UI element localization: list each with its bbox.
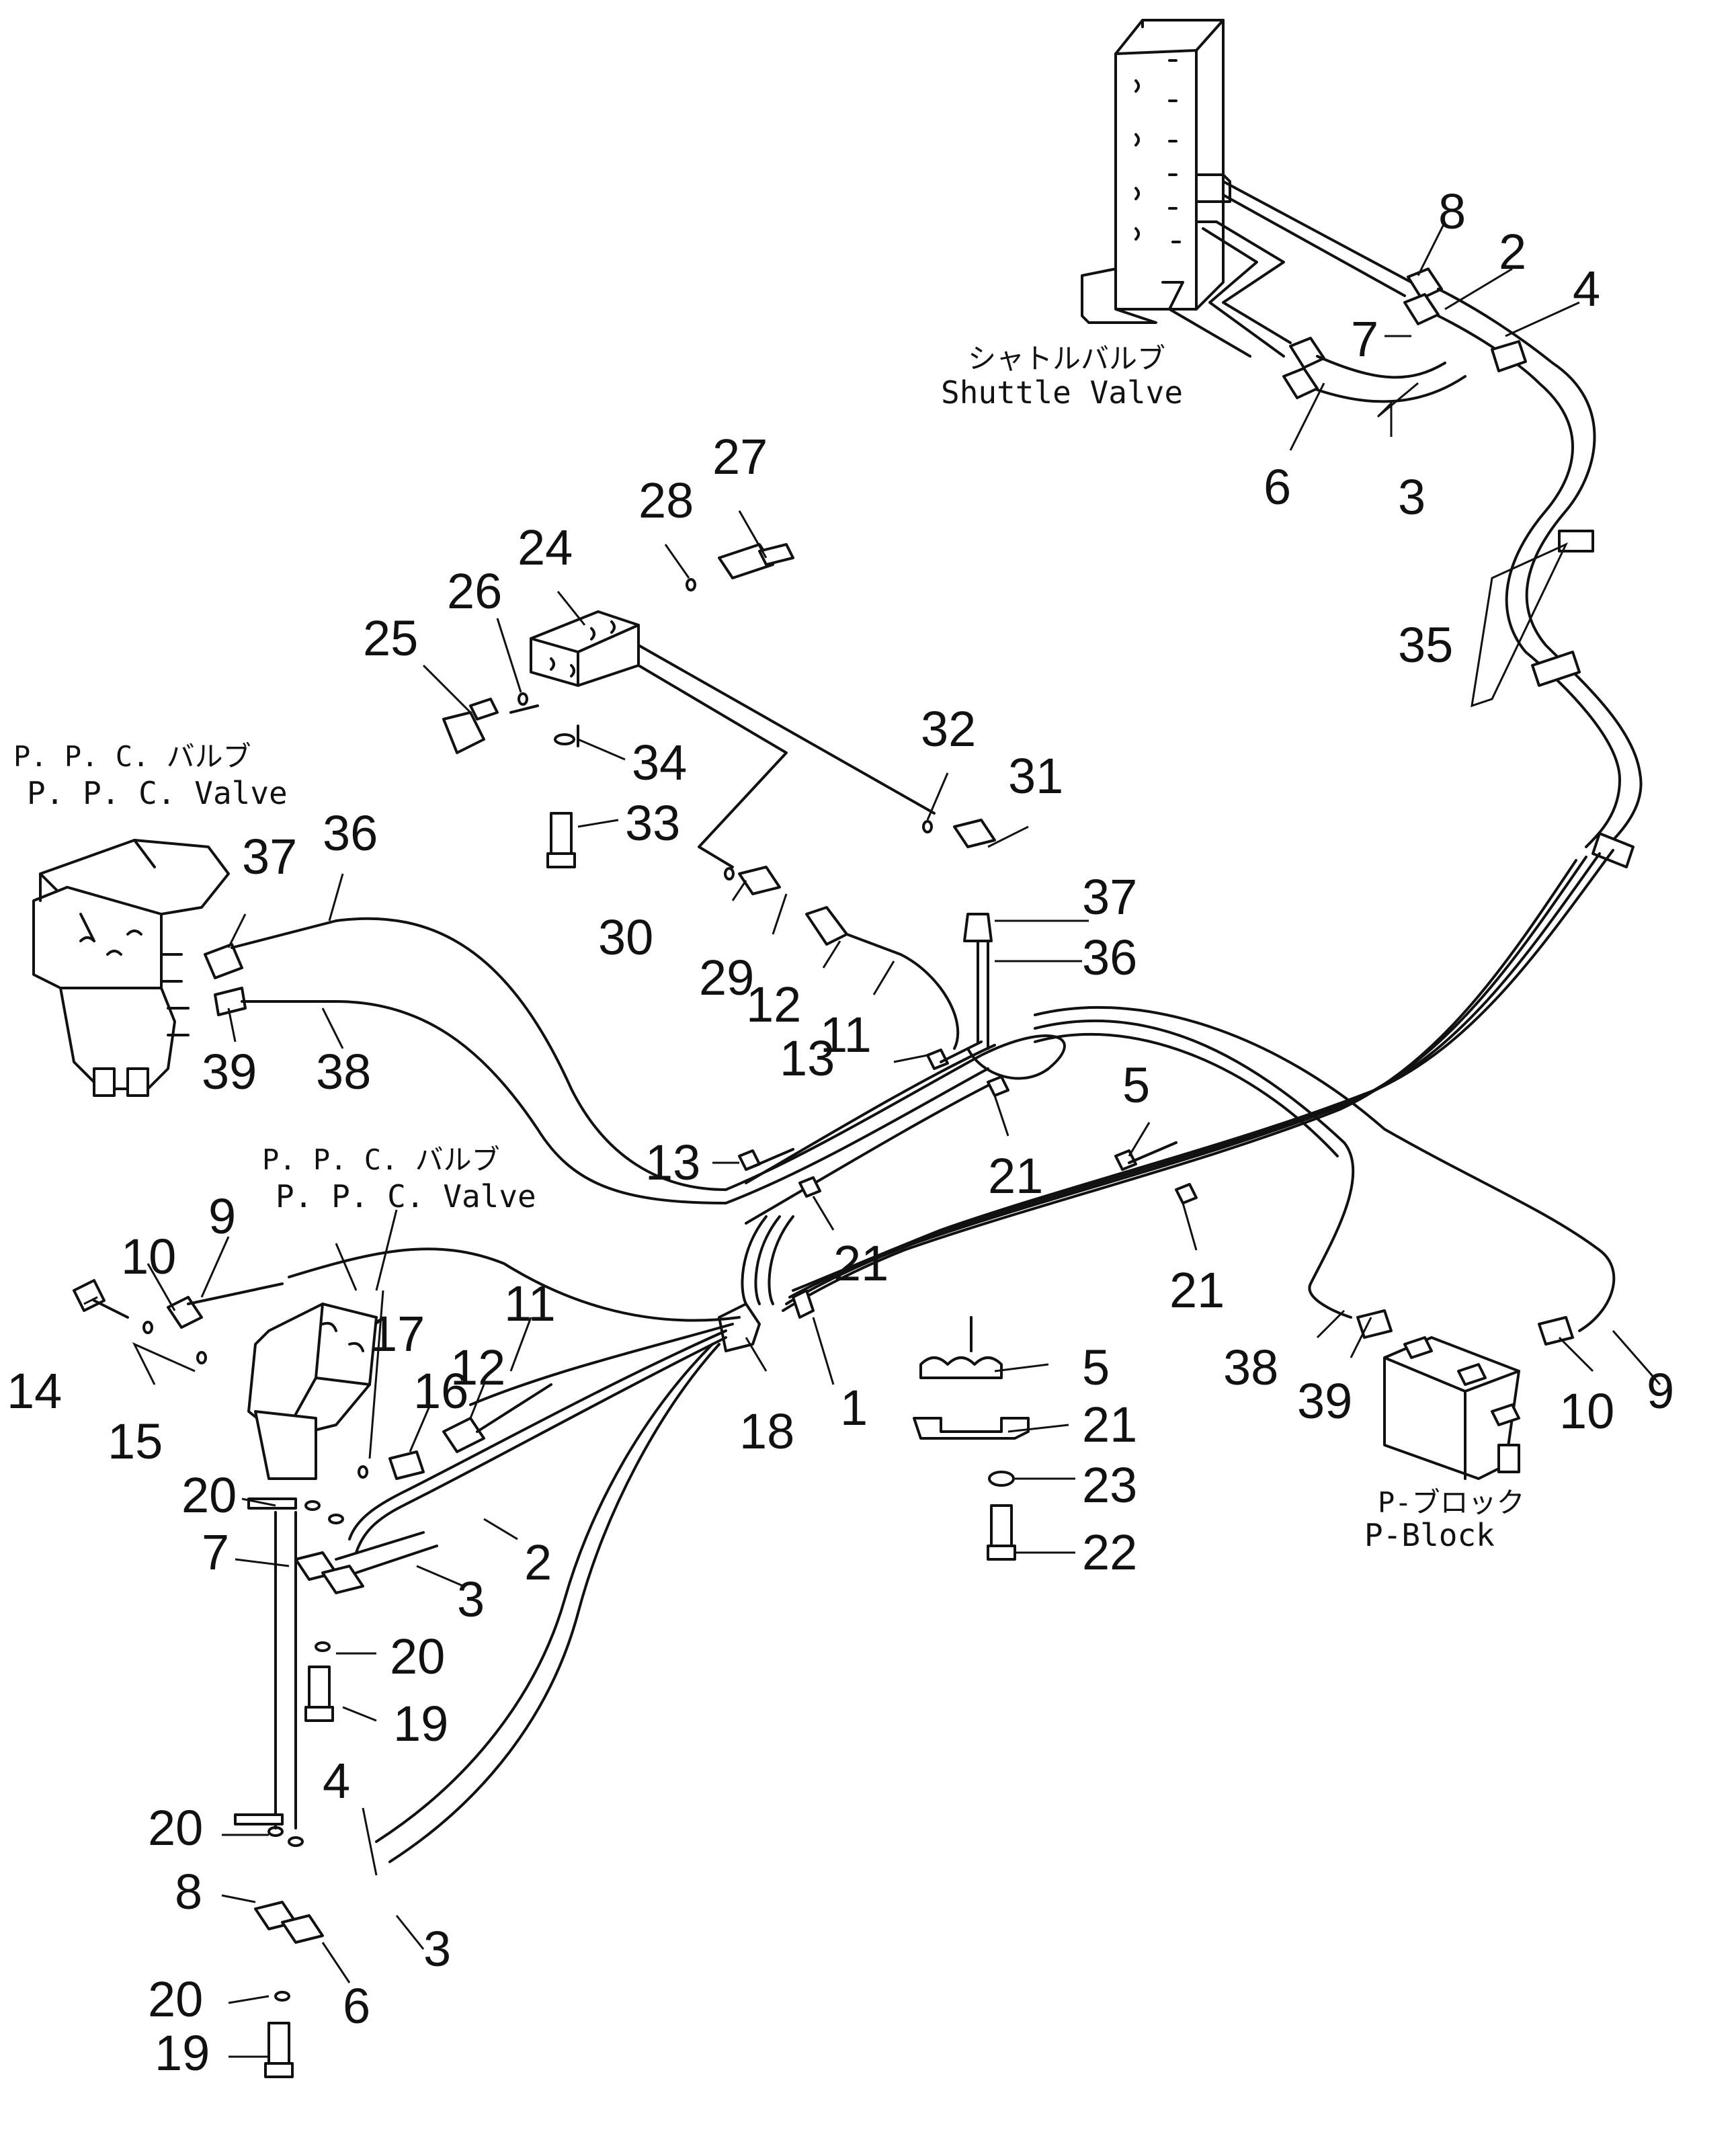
callout-number: 3 bbox=[1398, 469, 1425, 525]
callout-number: 5 bbox=[1122, 1057, 1150, 1113]
leader-lines bbox=[83, 221, 1661, 2058]
clamps bbox=[738, 1040, 1198, 1204]
ppc-valve-lower bbox=[247, 1303, 378, 1480]
p-block bbox=[1356, 1309, 1574, 1480]
callout-number: 9 bbox=[208, 1188, 236, 1244]
callout-number: 7 bbox=[1351, 311, 1378, 367]
callout-number: 4 bbox=[323, 1753, 350, 1809]
callout-number: 20 bbox=[148, 1971, 203, 2027]
upper-ppc-hoses bbox=[335, 917, 727, 1204]
callout-number: 7 bbox=[202, 1524, 229, 1580]
callout-number: 1 bbox=[840, 1380, 868, 1436]
callout-number: 8 bbox=[175, 1864, 202, 1920]
callout-number: 35 bbox=[1398, 617, 1453, 673]
ppc-valve-upper bbox=[32, 839, 230, 1097]
callout-number: 2 bbox=[524, 1534, 552, 1590]
hose-36-vertical bbox=[963, 913, 993, 1050]
block-24-assembly bbox=[442, 543, 996, 895]
main-hose-bundle-right bbox=[1316, 288, 1643, 868]
callout-number: 18 bbox=[739, 1403, 794, 1459]
shuttle-valve-body bbox=[1081, 19, 1231, 324]
callout-number: 24 bbox=[518, 520, 573, 575]
bundle-junction bbox=[288, 1247, 815, 1863]
callout-number: 36 bbox=[323, 805, 378, 861]
callout-number: 3 bbox=[457, 1571, 485, 1627]
callout-number: 5 bbox=[1082, 1340, 1110, 1395]
callout-number: 21 bbox=[1082, 1397, 1137, 1452]
callout-number: 21 bbox=[833, 1235, 888, 1291]
callout-number: 29 bbox=[699, 950, 754, 1005]
callout-number: 10 bbox=[1559, 1383, 1614, 1439]
callout-number: 9 bbox=[1647, 1363, 1674, 1419]
hose-11-upper bbox=[805, 906, 960, 1050]
callout-number: 2 bbox=[1499, 224, 1526, 280]
callout-number: 30 bbox=[598, 909, 653, 965]
callout-number: 19 bbox=[155, 2025, 210, 2081]
ppc-valve-upper-label: P. P. C. Valve bbox=[27, 775, 288, 811]
p-block-hoses bbox=[1034, 1005, 1616, 1332]
o-rings bbox=[142, 578, 1015, 2002]
callout-number: 10 bbox=[121, 1229, 176, 1284]
callout-number: 19 bbox=[393, 1696, 448, 1752]
lower-ppc-fittings bbox=[73, 1279, 552, 1480]
callout-number: 32 bbox=[921, 701, 976, 757]
callout-number: 22 bbox=[1082, 1524, 1137, 1580]
callout-number: 15 bbox=[108, 1413, 163, 1469]
shuttle-tubes bbox=[1161, 180, 1413, 358]
callout-number: 6 bbox=[1264, 459, 1291, 515]
ppc-valve-upper-label-jp: P. P. C. バルブ bbox=[13, 740, 251, 773]
callout-number: 33 bbox=[625, 795, 680, 851]
clamp-exploded bbox=[913, 1316, 1030, 1561]
callout-number: 11 bbox=[820, 1007, 872, 1063]
middle-hose-bundle bbox=[725, 1034, 1066, 1305]
callout-number: 20 bbox=[181, 1467, 237, 1523]
hose-bundle-diagonal bbox=[782, 849, 1614, 1312]
callout-number: 38 bbox=[1223, 1340, 1278, 1395]
callout-number: 37 bbox=[1082, 869, 1137, 925]
banjo-fittings-lower bbox=[254, 1901, 324, 2078]
callout-number: 31 bbox=[1008, 748, 1063, 804]
callout-number: 20 bbox=[390, 1629, 445, 1684]
callout-number: 21 bbox=[988, 1148, 1043, 1204]
vertical-tubes-20 bbox=[234, 1497, 297, 1830]
callout-number: 25 bbox=[363, 610, 418, 666]
callout-number: 23 bbox=[1082, 1457, 1137, 1513]
callout-number: 27 bbox=[712, 429, 768, 485]
callout-number: 36 bbox=[1082, 930, 1137, 985]
callout-number: 12 bbox=[450, 1340, 505, 1395]
callout-number: 28 bbox=[638, 473, 694, 528]
callout-number: 13 bbox=[780, 1030, 835, 1086]
callout-number: 4 bbox=[1573, 261, 1600, 317]
p-block-label: P-Block bbox=[1364, 1517, 1495, 1553]
ppc-valve-lower-label: P. P. C. Valve bbox=[276, 1178, 536, 1215]
callout-number: 20 bbox=[148, 1800, 203, 1856]
callout-number: 39 bbox=[202, 1044, 257, 1100]
callout-number: 34 bbox=[632, 735, 687, 790]
callout-numbers: 8 2 4 7 6 3 35 27 28 24 26 25 34 33 32 3… bbox=[7, 183, 1674, 2081]
callout-number: 13 bbox=[645, 1135, 700, 1190]
callout-number: 26 bbox=[447, 563, 502, 619]
callout-number: 3 bbox=[423, 1921, 451, 1977]
callout-number: 16 bbox=[413, 1363, 468, 1419]
callout-number: 37 bbox=[242, 829, 297, 885]
banjo-fittings-upper bbox=[294, 1531, 438, 1722]
callout-number: 39 bbox=[1297, 1373, 1352, 1429]
shuttle-valve-label: Shuttle Valve bbox=[941, 374, 1183, 411]
ppc-valve-lower-label-jp: P. P. C. バルブ bbox=[262, 1143, 500, 1176]
callout-number: 8 bbox=[1438, 183, 1466, 239]
callout-number: 12 bbox=[746, 977, 801, 1032]
callout-number: 11 bbox=[504, 1276, 556, 1331]
callout-number: 14 bbox=[7, 1363, 62, 1419]
upper-ppc-fittings bbox=[204, 919, 337, 1016]
shuttle-valve-label-jp: シャトルバルブ bbox=[968, 342, 1165, 375]
callout-number: 21 bbox=[1169, 1262, 1225, 1318]
callout-number: 38 bbox=[316, 1044, 371, 1100]
callout-number: 17 bbox=[370, 1306, 425, 1362]
p-block-label-jp: P-ブロック bbox=[1378, 1486, 1525, 1519]
callout-number: 6 bbox=[343, 1978, 370, 2034]
